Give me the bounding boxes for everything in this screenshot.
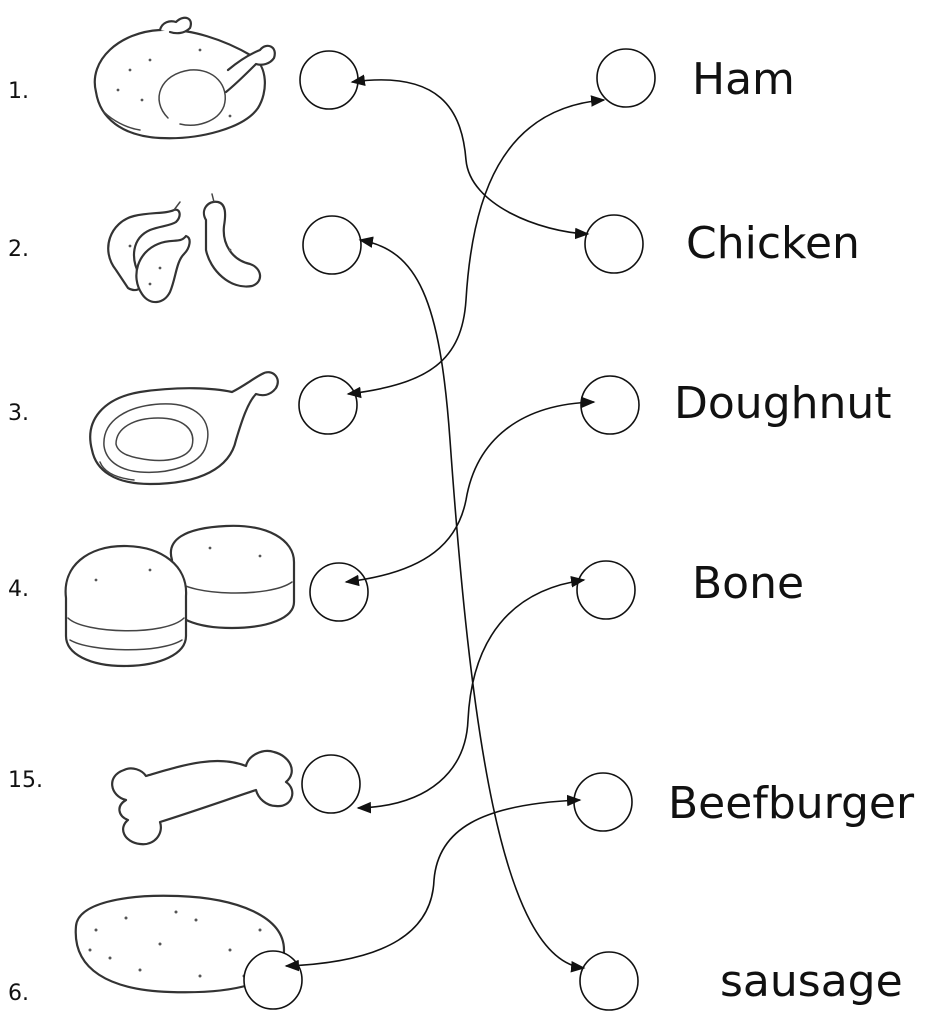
word-bone: Bone xyxy=(692,558,804,609)
answer-circle-4[interactable] xyxy=(310,563,368,621)
word-circle-beefburger[interactable] xyxy=(574,773,632,831)
word-ham: Ham xyxy=(692,54,795,105)
item-number-4: 4. xyxy=(8,577,29,602)
answer-circle-15[interactable] xyxy=(302,755,360,813)
word-sausage: sausage xyxy=(720,956,903,1007)
word-beefburger: Beefburger xyxy=(668,778,915,829)
word-circle-ham[interactable] xyxy=(597,49,655,107)
doughnut-icon xyxy=(66,526,294,666)
word-chicken: Chicken xyxy=(686,218,860,269)
word-circle-doughnut[interactable] xyxy=(581,376,639,434)
word-doughnut: Doughnut xyxy=(674,378,892,429)
match-arrow-doughnut xyxy=(346,402,594,582)
answer-circle-2[interactable] xyxy=(303,216,361,274)
item-numbers: 1. 2. 3. 4. 15. 6. xyxy=(8,79,43,1006)
word-labels: Ham Chicken Doughnut Bone Beefburger sau… xyxy=(668,54,915,1007)
match-arrow-beefburger xyxy=(286,800,580,966)
word-circle-bone[interactable] xyxy=(577,561,635,619)
ham-icon xyxy=(90,372,278,484)
match-arrow-sausage xyxy=(360,240,584,968)
item-number-3: 3. xyxy=(8,401,29,426)
chicken-icon xyxy=(95,18,275,138)
answer-circle-3[interactable] xyxy=(299,376,357,434)
item-number-1: 1. xyxy=(8,79,29,104)
match-arrow-chicken xyxy=(352,80,588,234)
word-circle-chicken[interactable] xyxy=(585,215,643,273)
item-number-6: 6. xyxy=(8,981,29,1006)
right-answer-circles xyxy=(574,49,655,1010)
match-arrow-bone xyxy=(358,580,584,808)
item-number-2: 2. xyxy=(8,237,29,262)
match-arrows xyxy=(286,80,604,968)
sausage-icon xyxy=(108,194,260,302)
answer-circle-6[interactable] xyxy=(244,951,302,1009)
match-arrow-ham xyxy=(348,100,604,394)
word-circle-sausage[interactable] xyxy=(580,952,638,1010)
bone-icon xyxy=(112,751,292,844)
item-number-15: 15. xyxy=(8,768,43,793)
answer-circle-1[interactable] xyxy=(300,51,358,109)
